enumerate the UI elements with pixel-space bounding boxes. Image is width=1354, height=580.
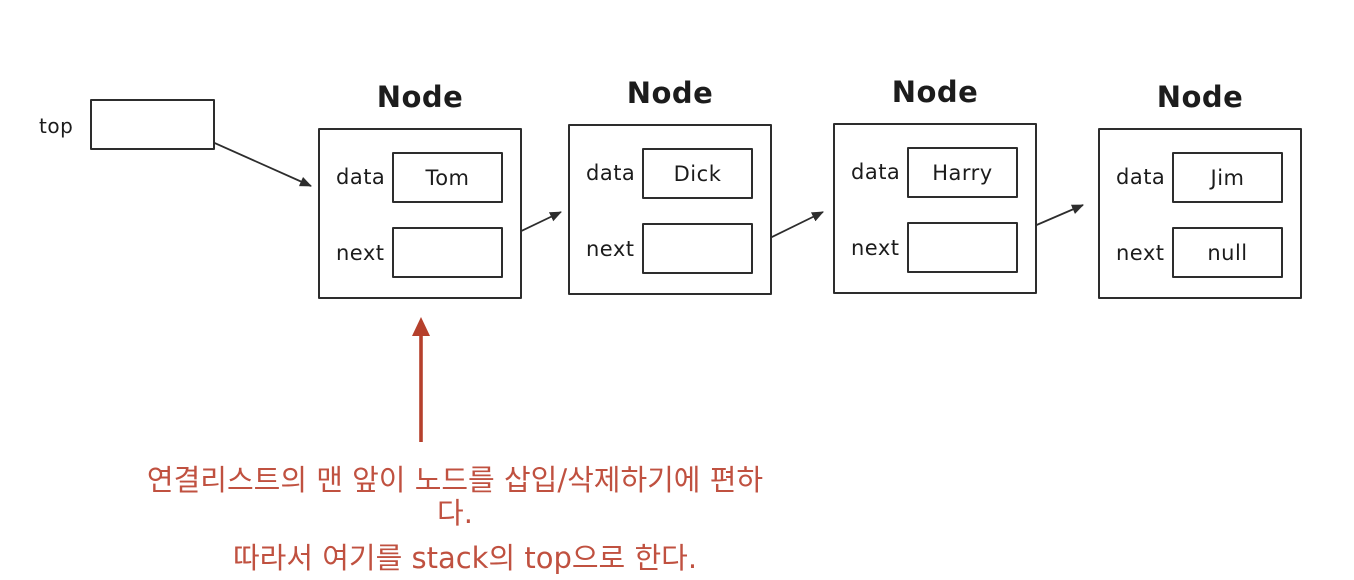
node3-data-value-box: Harry — [907, 147, 1018, 198]
node1-next-label: next — [336, 241, 385, 265]
node1-box: data Tom next — [318, 128, 522, 299]
node3-box: data Harry next — [833, 123, 1037, 294]
stack-top-annotation-arrowhead — [412, 317, 430, 336]
top-pointer-label: top — [39, 114, 74, 138]
node2-title: Node — [626, 76, 714, 110]
node2-next-label: next — [586, 237, 635, 261]
node4-next-value-box: null — [1172, 227, 1283, 278]
node1-data-value: Tom — [425, 165, 470, 190]
node1-next-value-box — [392, 227, 503, 278]
annotation-text: 연결리스트의 맨 앞이 노드를 삽입/삭제하기에 편하다. 따라서 여기를 st… — [130, 464, 780, 575]
node1-title: Node — [376, 80, 464, 114]
node2-data-value: Dick — [673, 161, 722, 186]
node2-box: data Dick next — [568, 124, 772, 295]
annotation-line1: 연결리스트의 맨 앞이 노드를 삽입/삭제하기에 편하다. — [146, 463, 764, 530]
annotation-line2: 따라서 여기를 stack의 top으로 한다. — [232, 541, 698, 575]
node4-next-label: next — [1116, 241, 1165, 265]
node2-data-value-box: Dick — [642, 148, 753, 199]
node3-title: Node — [891, 75, 979, 109]
node2-data-label: data — [586, 161, 636, 185]
node2-next-value-box — [642, 223, 753, 274]
top-pointer-box — [90, 99, 215, 150]
node3-data-label: data — [851, 160, 901, 184]
node4-data-value-box: Jim — [1172, 152, 1283, 203]
node3-next-value-box — [907, 222, 1018, 273]
node4-data-label: data — [1116, 165, 1166, 189]
node3-data-value: Harry — [932, 160, 993, 185]
node4-box: data Jim next null — [1098, 128, 1302, 299]
node4-title: Node — [1156, 80, 1244, 114]
node4-next-value: null — [1207, 240, 1248, 265]
node1-data-label: data — [336, 165, 386, 189]
node1-data-value-box: Tom — [392, 152, 503, 203]
node3-next-label: next — [851, 236, 900, 260]
node4-data-value: Jim — [1210, 165, 1245, 190]
